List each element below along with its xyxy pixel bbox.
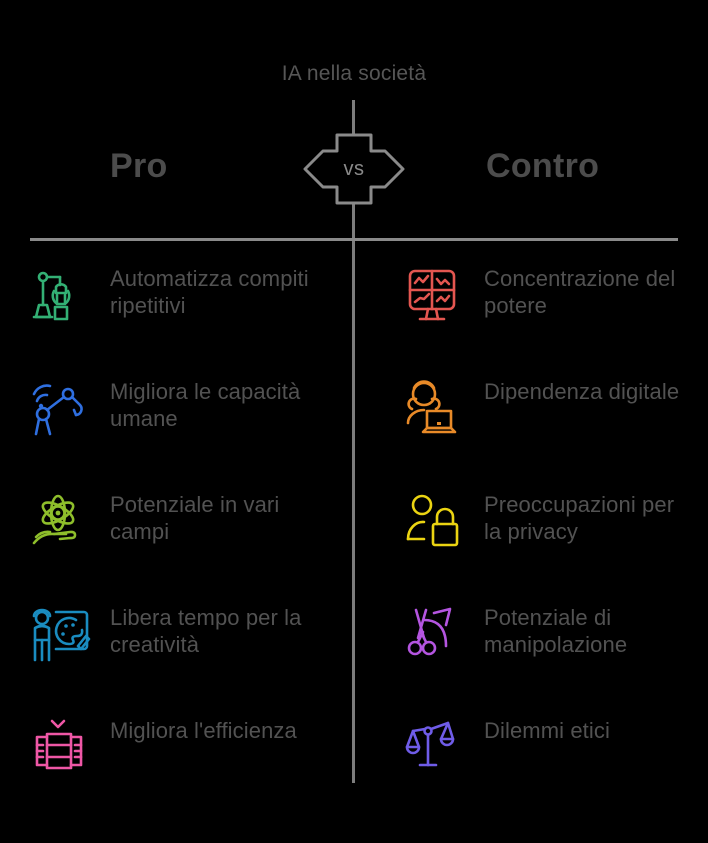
vs-label: vs [343, 157, 365, 180]
list-item: Migliora l'efficienza [28, 717, 328, 822]
list-item-label: Dilemmi etici [484, 718, 610, 743]
list-item-label: Potenziale in vari campi [110, 492, 280, 544]
vertical-divider [352, 100, 355, 783]
list-item-label: Concentrazione del potere [484, 266, 676, 318]
person-padlock-icon [402, 491, 468, 557]
column-heading-pro: Pro [110, 147, 168, 185]
list-item: Automatizza compiti ripetitivi [28, 265, 328, 370]
list-item-label: Libera tempo per la creatività [110, 605, 302, 657]
list-item: Dipendenza digitale [402, 378, 692, 483]
list-item: Potenziale in vari campi [28, 491, 328, 596]
list-item-label: Migliora l'efficienza [110, 718, 297, 743]
artist-palette-icon [28, 604, 94, 670]
page-title: IA nella società [281, 62, 427, 85]
list-item: Dilemmi etici [402, 717, 692, 822]
list-item-label: Potenziale di manipolazione [484, 605, 628, 657]
atom-in-hand-icon [28, 491, 94, 557]
monitor-charts-icon [402, 265, 468, 331]
connected-robot-arm-icon [28, 378, 94, 444]
pro-column: Automatizza compiti ripetitivi [28, 265, 328, 830]
list-item: Libera tempo per la creatività [28, 604, 328, 709]
list-item: Migliora le capacità umane [28, 378, 328, 483]
list-item-label: Preoccupazioni per la privacy [484, 492, 675, 544]
scissors-arrow-icon [402, 604, 468, 670]
server-checkmark-icon [28, 717, 94, 783]
horizontal-divider [30, 238, 678, 241]
scales-justice-icon [402, 717, 468, 783]
list-item-label: Automatizza compiti ripetitivi [110, 266, 309, 318]
contro-column: Concentrazione del potere Dipendenza dig… [402, 265, 692, 830]
double-arrow-hexagon-icon [301, 131, 407, 207]
list-item: Potenziale di manipolazione [402, 604, 692, 709]
list-item-label: Dipendenza digitale [484, 379, 680, 404]
list-item-label: Migliora le capacità umane [110, 379, 301, 431]
person-laptop-icon [402, 378, 468, 444]
column-heading-contro: Contro [486, 147, 600, 185]
list-item: Concentrazione del potere [402, 265, 692, 370]
robotic-arm-icon [28, 265, 94, 331]
list-item: Preoccupazioni per la privacy [402, 491, 692, 596]
